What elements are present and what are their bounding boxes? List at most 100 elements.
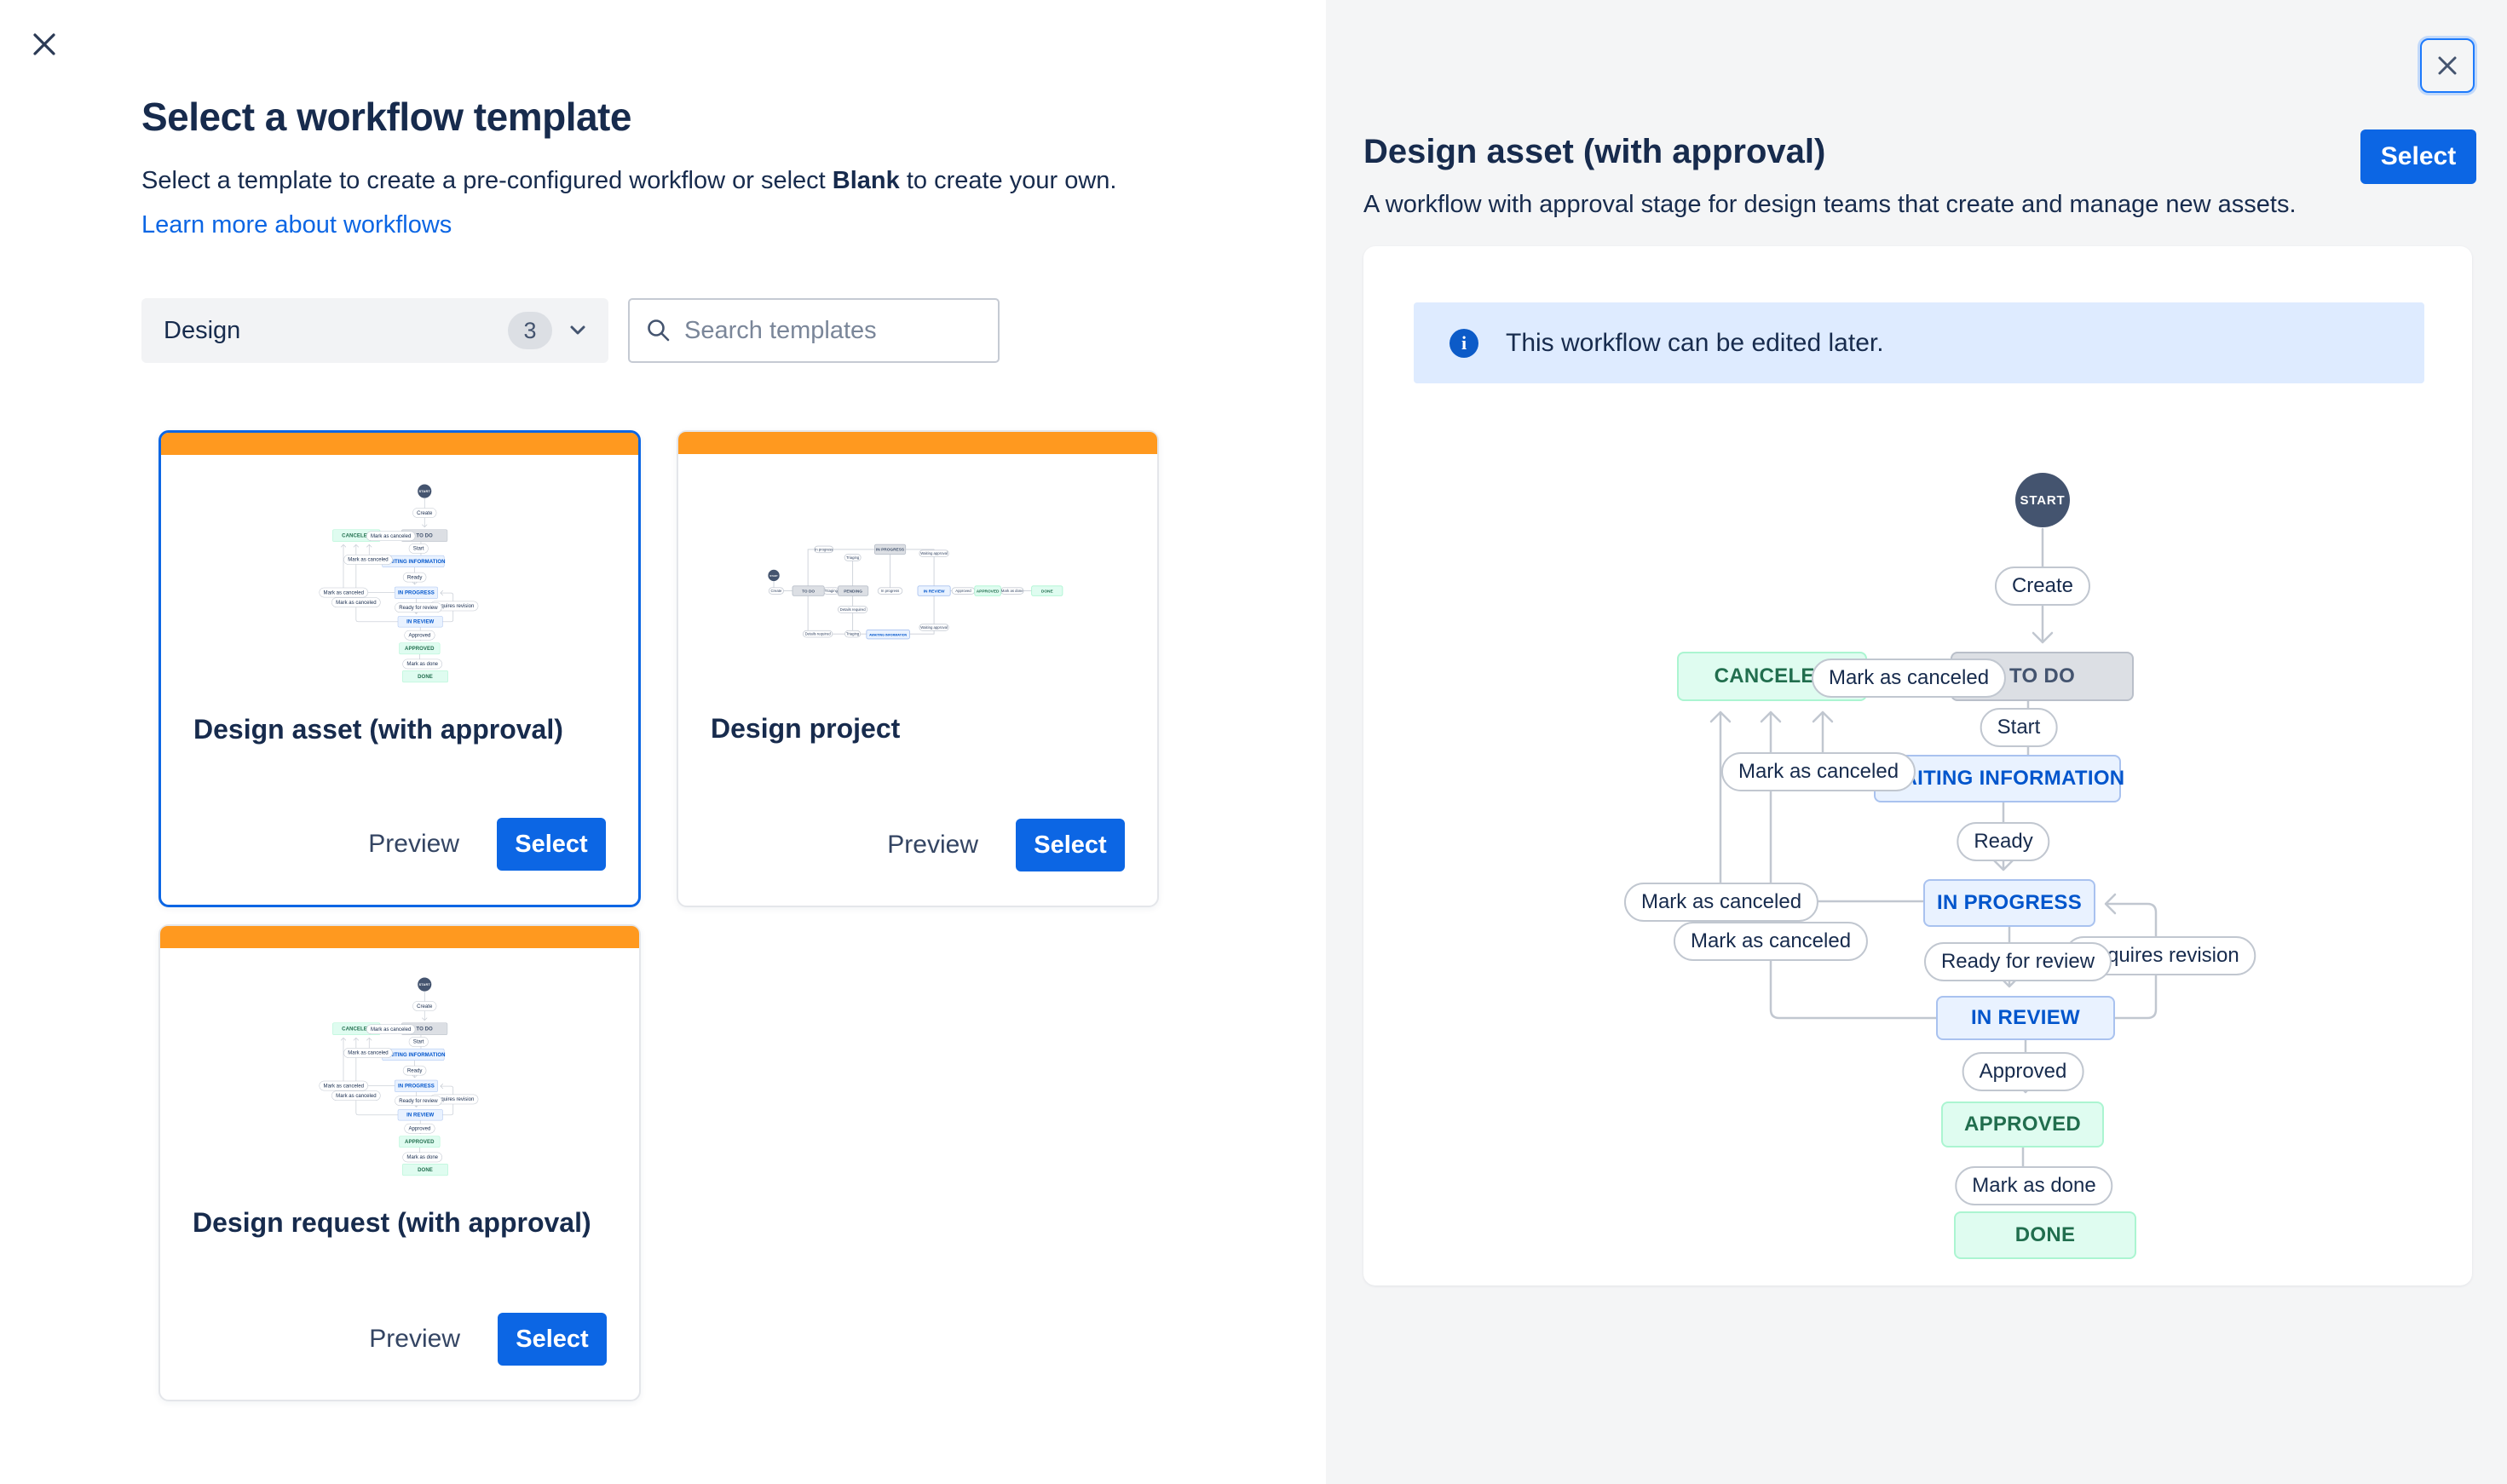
- card-accent-bar: [678, 432, 1157, 454]
- transition-start: Start: [1980, 708, 2058, 747]
- workflow-start-node: START: [2015, 473, 2070, 527]
- transition-mark-as-canceled: Mark as canceled: [319, 587, 368, 598]
- status-in-progress: IN PROGRESS: [1923, 879, 2095, 927]
- card-title: Design request (with approval): [193, 1207, 591, 1238]
- status-awaiting-information: AWAITING INFORMATION: [381, 555, 445, 568]
- mini-transition-create: Create: [770, 589, 781, 593]
- search-icon: [648, 319, 670, 342]
- filter-count-badge: 3: [508, 312, 552, 349]
- mini-transition-triaging: Triaging: [846, 632, 860, 636]
- select-button[interactable]: Select: [498, 1313, 607, 1366]
- card-actions: Preview Select: [887, 819, 1125, 871]
- mini-status-pending: PENDING: [844, 589, 862, 594]
- mini-status-in-progress: IN PROGRESS: [876, 548, 904, 553]
- workflow-diagram: START CANCELED TO DO AWAITING INFORMATIO…: [1619, 464, 2267, 1278]
- mini-transition-in-progress: In progress: [815, 547, 833, 551]
- card-title: Design asset (with approval): [193, 714, 563, 745]
- status-in-review: IN REVIEW: [397, 616, 443, 628]
- transition-ready: Ready: [402, 572, 427, 583]
- transition-mark-as-done: Mark as done: [402, 659, 443, 670]
- subtitle-bold-word: Blank: [832, 167, 900, 194]
- close-panel-button[interactable]: [2420, 38, 2475, 93]
- status-done: DONE: [402, 670, 448, 683]
- transition-mark-as-canceled: Mark as canceled: [343, 1048, 393, 1058]
- select-button[interactable]: Select: [497, 818, 606, 871]
- learn-more-link[interactable]: Learn more about workflows: [141, 211, 452, 239]
- category-filter-dropdown[interactable]: Design 3: [141, 298, 608, 363]
- card-title: Design project: [711, 713, 901, 744]
- transition-ready-for-review: Ready for review: [1923, 942, 2112, 981]
- mini-transition-details-required: Details required: [805, 632, 832, 636]
- transition-mark-as-canceled: Mark as canceled: [1811, 659, 2007, 698]
- transition-ready: Ready: [1957, 822, 2050, 861]
- preview-button[interactable]: Preview: [368, 830, 459, 858]
- mini-status-approved: APPROVED: [977, 589, 1000, 594]
- info-banner-text: This workflow can be edited later.: [1506, 328, 1884, 357]
- mini-transition-waiting-approval: Waiting approval: [920, 551, 948, 555]
- mini-transition-approved: Approved: [955, 589, 971, 593]
- workflow-connectors: [1709, 527, 2158, 1204]
- transition-mark-as-canceled: Mark as canceled: [319, 1080, 368, 1091]
- close-icon: [33, 33, 55, 55]
- mini-status-todo: TO DO: [802, 589, 815, 594]
- mini-transition-triaging: Triaging: [846, 555, 860, 560]
- info-banner: i This workflow can be edited later.: [1414, 302, 2424, 383]
- chevron-down-icon: [570, 325, 585, 335]
- mini-status-in-review: IN REVIEW: [924, 589, 945, 594]
- preview-button[interactable]: Preview: [369, 1325, 460, 1353]
- subtitle-suffix: to create your own.: [899, 167, 1117, 194]
- status-in-progress: IN PROGRESS: [394, 586, 438, 599]
- status-approved: APPROVED: [399, 1136, 441, 1148]
- workflow-start-node: START: [418, 977, 432, 992]
- template-card-design-project[interactable]: START: [677, 430, 1159, 907]
- close-modal-button[interactable]: [22, 22, 66, 66]
- card-thumbnail-diagram: START: [739, 510, 1097, 657]
- mini-status-awaiting-information: AWAITING INFORMATION: [869, 634, 907, 637]
- filter-value: Design: [164, 316, 241, 344]
- mini-transition-waiting-approval: Waiting approval: [920, 625, 948, 630]
- mini-start: START: [769, 574, 778, 578]
- transition-start: Start: [408, 544, 429, 554]
- preview-button[interactable]: Preview: [887, 831, 978, 859]
- card-thumbnail-diagram: START CANCELED TO DO AWAITING INFORMATIO…: [318, 975, 481, 1181]
- transition-ready-for-review: Ready for review: [395, 602, 442, 613]
- transition-create: Create: [412, 1001, 437, 1011]
- template-detail-panel: Design asset (with approval) Select A wo…: [1326, 0, 2507, 1484]
- design-project-thumbnail: START: [768, 544, 1063, 640]
- mini-transition-details-required: Details required: [840, 607, 867, 612]
- transition-create: Create: [1994, 567, 2091, 606]
- status-approved: APPROVED: [399, 642, 441, 655]
- card-actions: Preview Select: [368, 818, 606, 871]
- mini-transition-in-progress: In progress: [881, 589, 899, 593]
- workflow-connectors: [340, 498, 454, 669]
- select-button[interactable]: Select: [1016, 819, 1125, 871]
- transition-mark-as-canceled: Mark as canceled: [366, 531, 416, 542]
- close-icon: [2438, 56, 2457, 75]
- search-input[interactable]: [684, 316, 974, 345]
- template-card-design-asset[interactable]: START CANCELED TO DO AWAITING INFORMATIO…: [158, 430, 641, 907]
- transition-ready-for-review: Ready for review: [395, 1096, 442, 1106]
- transition-ready: Ready: [402, 1065, 427, 1076]
- card-accent-bar: [160, 926, 639, 948]
- transition-create: Create: [412, 508, 437, 518]
- transition-mark-as-done: Mark as done: [402, 1152, 443, 1163]
- mini-status-done: DONE: [1041, 589, 1053, 594]
- mini-transition-mark-as-done: Mark as done: [1001, 589, 1024, 593]
- template-card-design-request[interactable]: START CANCELED TO DO AWAITING INFORMATIO…: [158, 924, 641, 1401]
- transition-mark-as-canceled: Mark as canceled: [1623, 883, 1819, 922]
- subtitle-prefix: Select a template to create a pre-config…: [141, 167, 833, 194]
- card-accent-bar: [161, 433, 638, 455]
- detail-description: A workflow with approval stage for desig…: [1363, 191, 2297, 218]
- status-done: DONE: [1954, 1211, 2136, 1259]
- transition-mark-as-canceled: Mark as canceled: [366, 1024, 416, 1035]
- status-in-progress: IN PROGRESS: [394, 1079, 438, 1092]
- page-title: Select a workflow template: [141, 95, 631, 139]
- transition-mark-as-canceled: Mark as canceled: [1720, 752, 1916, 791]
- transition-mark-as-canceled: Mark as canceled: [331, 597, 381, 607]
- detail-select-button[interactable]: Select: [2360, 129, 2476, 184]
- status-in-review: IN REVIEW: [1936, 996, 2115, 1040]
- card-actions: Preview Select: [369, 1313, 607, 1366]
- card-thumbnail-diagram: START CANCELED TO DO AWAITING INFORMATIO…: [318, 482, 481, 687]
- transition-approved: Approved: [404, 630, 435, 641]
